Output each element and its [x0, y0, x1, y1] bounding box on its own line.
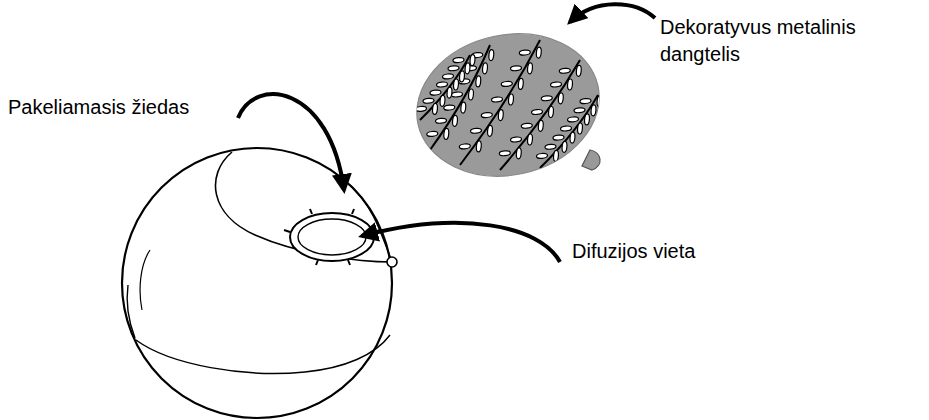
lid-label: Dekoratyvus metalinis dangtelis — [660, 14, 890, 68]
ring-label: Pakeliamasis žiedas — [8, 94, 248, 121]
diffusion-label: Difuzijos vieta — [572, 238, 822, 265]
decorative-lid — [403, 17, 612, 192]
leader-arrows — [238, 4, 655, 262]
diffuser-body — [122, 148, 397, 418]
